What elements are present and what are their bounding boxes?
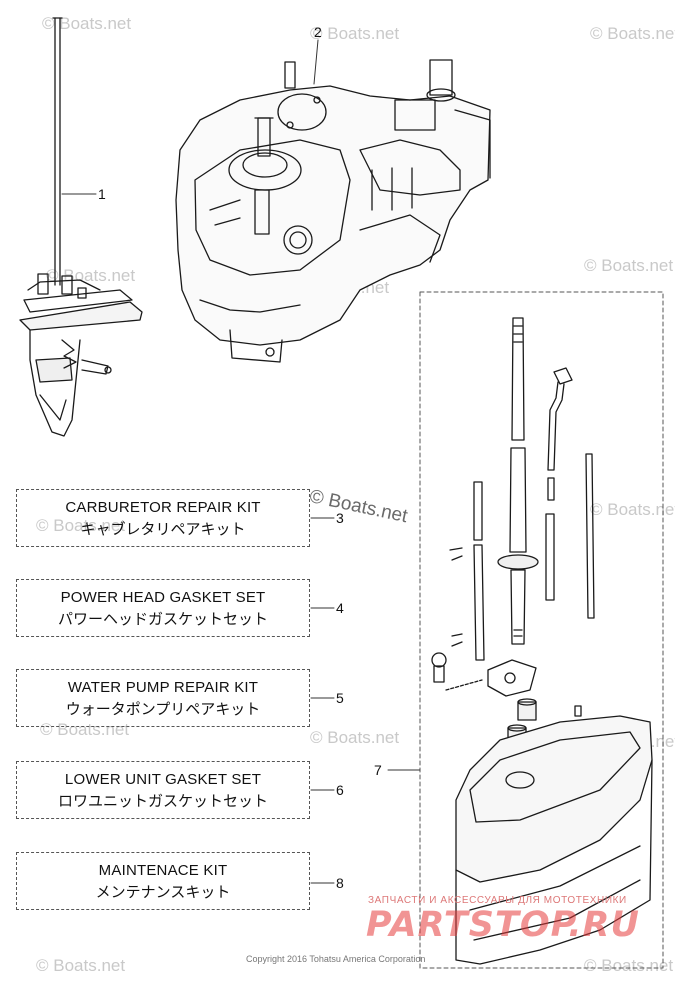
part-7-drive-shaft-housing <box>419 291 664 969</box>
watermark: © Boats.net <box>36 516 126 535</box>
kit-power-head-gasket[interactable]: POWER HEAD GASKET SET パワーヘッドガスケットセット <box>16 579 310 637</box>
kit-label-en: POWER HEAD GASKET SET <box>60 589 266 606</box>
callout-1: 1 <box>98 186 106 202</box>
kit-carburetor-repair[interactable]: CARBURETOR REPAIR KIT キャブレタリペアキット <box>16 489 310 547</box>
callout-7: 7 <box>374 762 382 778</box>
watermark: © Boats.net <box>310 728 400 747</box>
leader-lines <box>61 39 421 884</box>
kit-label-en: LOWER UNIT GASKET SET <box>64 771 262 788</box>
watermark: © Boats.net <box>584 256 674 275</box>
kit-water-pump-repair[interactable]: WATER PUMP REPAIR KIT ウォータポンプリペアキット <box>16 669 310 727</box>
kit-label-en: MAINTENACE KIT <box>98 862 228 879</box>
kit-label-ja: メンテナンスキット <box>95 884 231 901</box>
shop-logo: PARTSTOP.RU <box>366 905 640 945</box>
part-1-lower-unit <box>19 17 143 437</box>
kit-maintenance[interactable]: MAINTENACE KIT メンテナンスキット <box>16 852 310 910</box>
watermark: © Boats.net <box>36 956 126 975</box>
callout-2: 2 <box>314 24 322 40</box>
watermark: © Boats.net <box>590 500 675 519</box>
shop-tagline: ЗАПЧАСТИ И АКСЕССУАРЫ ДЛЯ МОТОТЕХНИКИ <box>368 895 627 906</box>
kit-label-ja: ウォータポンプリペアキット <box>65 701 261 718</box>
watermark: © Boats.net <box>584 956 674 975</box>
kit-label-en: WATER PUMP REPAIR KIT <box>67 679 259 696</box>
callout-5: 5 <box>336 690 344 706</box>
kit-label-ja: ロワユニットガスケットセット <box>57 793 268 810</box>
callout-8: 8 <box>336 875 344 891</box>
callout-6: 6 <box>336 782 344 798</box>
kit-label-ja: キャブレタリペアキット <box>80 521 246 538</box>
kit-label-ja: パワーヘッドガスケットセット <box>57 611 268 628</box>
watermark: © Boats.net <box>590 24 675 43</box>
copyright-notice: Copyright 2016 Tohatsu America Corporati… <box>246 954 426 964</box>
callout-3: 3 <box>336 510 344 526</box>
watermark: © Boats.net <box>42 14 132 33</box>
part-2-power-head <box>175 59 491 363</box>
watermark: © Boats.net <box>310 24 400 43</box>
callout-4: 4 <box>336 600 344 616</box>
kit-lower-unit-gasket[interactable]: LOWER UNIT GASKET SET ロワユニットガスケットセット <box>16 761 310 819</box>
kit-label-en: CARBURETOR REPAIR KIT <box>65 499 261 516</box>
watermark: © Boats.net <box>40 720 130 739</box>
